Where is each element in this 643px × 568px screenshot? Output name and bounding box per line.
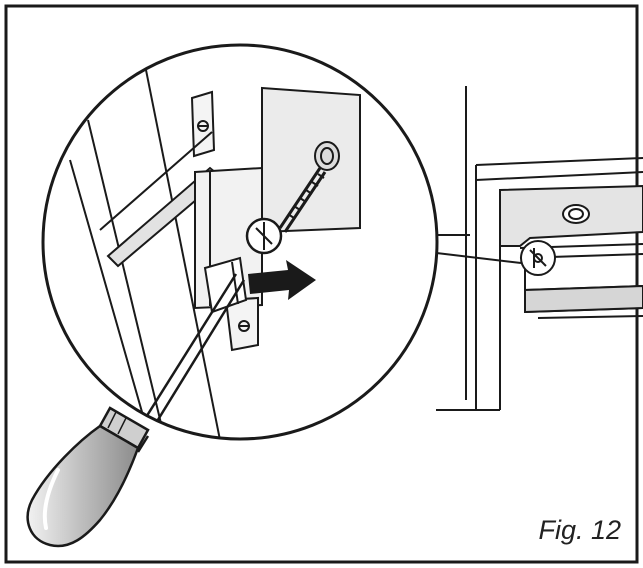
cabinet-wall (69, 45, 221, 439)
release-clip (203, 256, 248, 314)
mounting-plate (261, 86, 361, 234)
push-direction-arrow (248, 260, 316, 300)
lower-bracket-tab (224, 296, 259, 352)
upper-bracket-tab (190, 90, 216, 158)
rail-hole (562, 204, 590, 224)
screwdriver (26, 406, 150, 548)
screwdriver-shaft (136, 273, 246, 437)
cabinet-context-view (427, 86, 643, 411)
adjustment-screw (245, 141, 340, 255)
figure-caption: Fig. 12 (538, 515, 621, 545)
figure-frame (4, 4, 639, 564)
callout-leader-line (427, 251, 522, 264)
screwdriver-handle (26, 424, 140, 548)
